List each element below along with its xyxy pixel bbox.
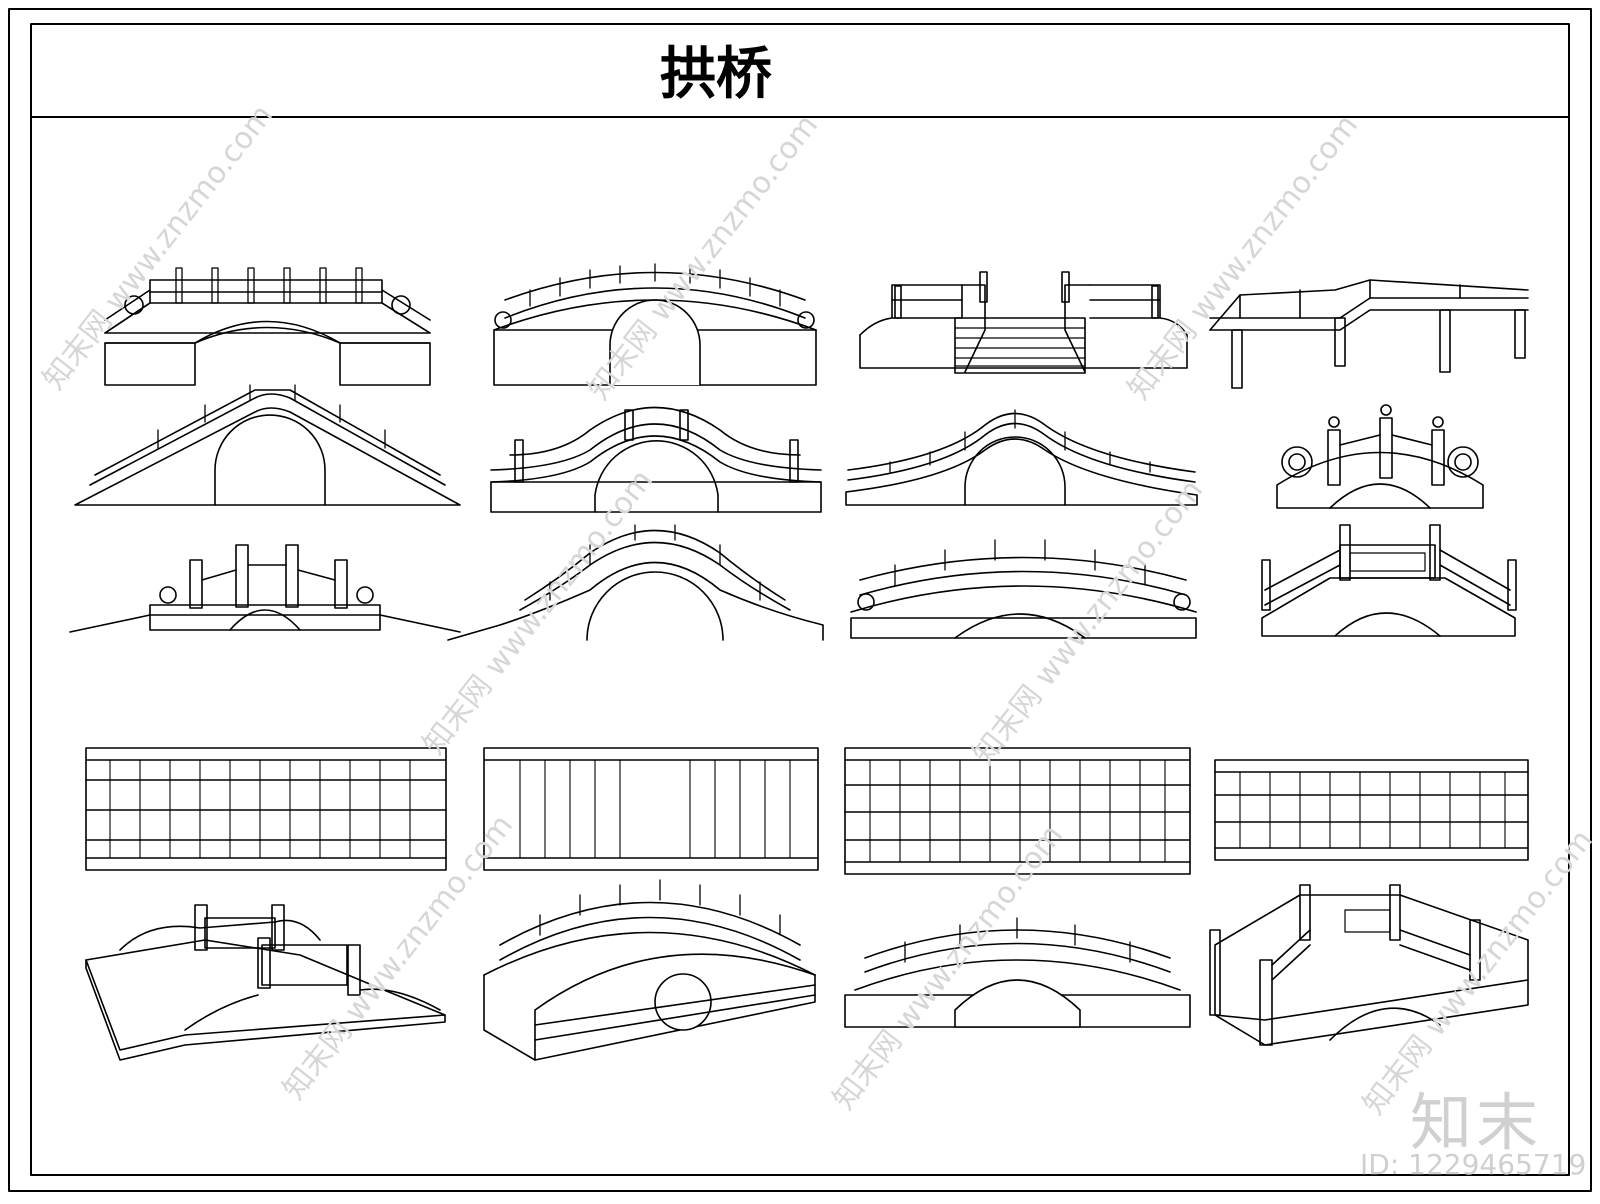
bridge-perspective-platform <box>85 904 446 1061</box>
bridge-zigzag-piers <box>1209 279 1529 389</box>
outer-frame <box>8 8 1592 1192</box>
bridge-tall-semicircle <box>447 524 824 641</box>
bridge-center-stairs <box>859 271 1188 374</box>
bridge-triangular-slope <box>74 384 461 506</box>
railing-plan-2 <box>483 747 819 871</box>
railing-plan-4 <box>1214 759 1529 861</box>
bridge-flat-railing <box>104 267 431 386</box>
inner-frame <box>30 23 1570 1176</box>
bridge-perspective-moon-gate <box>483 879 816 1061</box>
bridge-medallion-arch <box>1276 404 1484 509</box>
railing-plan-1 <box>85 747 447 871</box>
bridge-carved-panels <box>850 539 1197 639</box>
image-id: ID: 1229465719 <box>1360 1148 1587 1181</box>
bridge-wavy-railing <box>490 406 822 513</box>
bridge-perspective-stair-railing <box>1209 884 1529 1046</box>
brand-logo-text: 知末 <box>1410 1086 1543 1159</box>
bridge-box-railing <box>1261 524 1517 637</box>
railing-plan-3 <box>844 747 1191 875</box>
bridge-long-curved <box>845 409 1198 506</box>
bridge-pillar-low-arch <box>69 544 461 633</box>
bridge-semicircle-arch <box>493 263 817 386</box>
bridge-perspective-carved-arch <box>844 917 1191 1028</box>
page-title: 拱桥 <box>660 42 772 107</box>
